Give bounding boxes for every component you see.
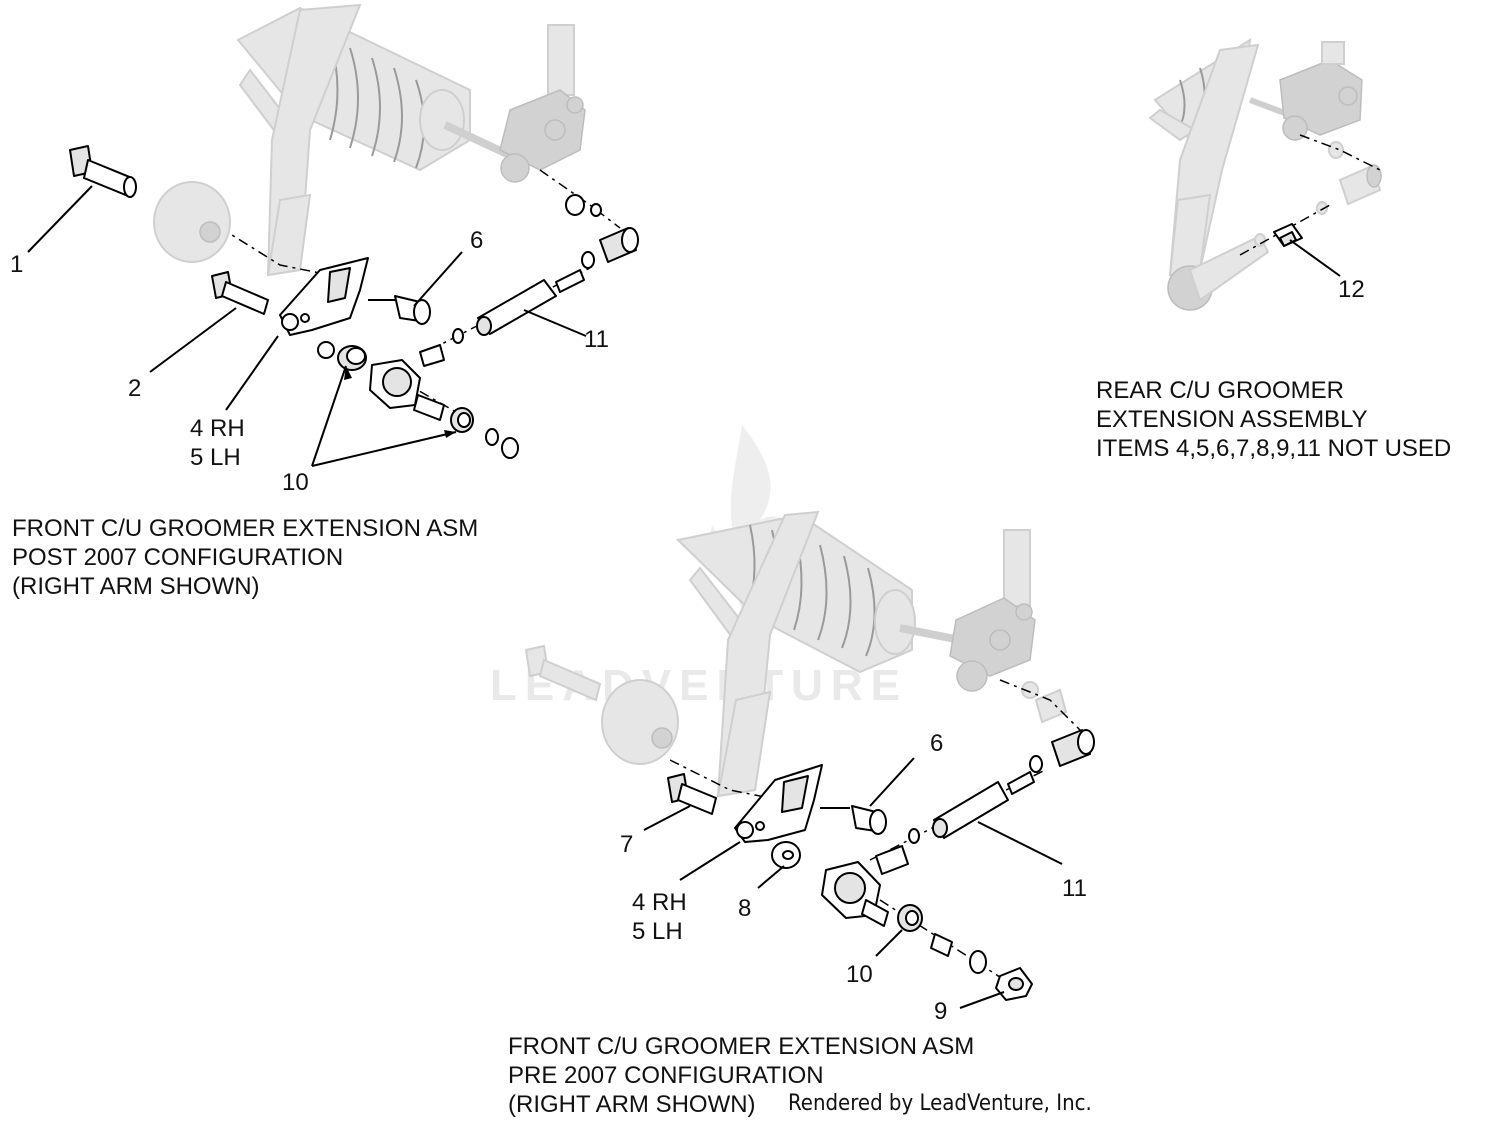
callout-5-lh-pre: 5 LH bbox=[632, 918, 683, 945]
callout-5-lh: 5 LH bbox=[190, 444, 241, 471]
callout-2: 2 bbox=[128, 375, 141, 402]
part-8-washer bbox=[771, 841, 801, 869]
part-1-bolt bbox=[69, 145, 137, 198]
part-12-nut bbox=[1273, 223, 1303, 247]
callout-11-pre: 11 bbox=[1062, 875, 1087, 902]
rear-ghost-assembly bbox=[1148, 38, 1382, 311]
diagram-front-pre-2007: 7 4 RH 5 LH 8 6 11 10 9 FRONT C/U GROOME… bbox=[508, 510, 1095, 1118]
part-10-bushing-pre bbox=[861, 899, 987, 974]
part-11-turnbuckle bbox=[452, 194, 639, 344]
callout-7: 7 bbox=[620, 831, 633, 858]
part-10-bushing-b bbox=[413, 394, 519, 459]
callout-4-rh-pre: 4 RH bbox=[632, 889, 687, 916]
credit-text: Rendered by LeadVenture, Inc. bbox=[788, 1091, 1092, 1116]
part-11-turnbuckle-pre bbox=[908, 729, 1095, 844]
callout-8: 8 bbox=[738, 895, 751, 922]
part-10-bushing-a bbox=[337, 345, 367, 371]
callout-6: 6 bbox=[470, 227, 483, 254]
caption-front-pre-line-1: FRONT C/U GROOMER EXTENSION ASM bbox=[508, 1033, 974, 1060]
caption-front-post-line-2: POST 2007 CONFIGURATION bbox=[12, 544, 343, 571]
caption-front-pre-line-3: (RIGHT ARM SHOWN) bbox=[508, 1091, 756, 1118]
caption-front-post-line-1: FRONT C/U GROOMER EXTENSION ASM bbox=[12, 515, 478, 542]
caption-front-post-line-3: (RIGHT ARM SHOWN) bbox=[12, 573, 260, 600]
callout-10: 10 bbox=[282, 469, 309, 496]
callout-4-rh: 4 RH bbox=[190, 415, 245, 442]
part-4-bracket bbox=[279, 257, 395, 336]
callout-11: 11 bbox=[584, 326, 609, 353]
callout-10-pre: 10 bbox=[846, 961, 873, 988]
caption-front-pre-line-2: PRE 2007 CONFIGURATION bbox=[508, 1062, 824, 1089]
diagram-rear: 12 REAR C/U GROOMER EXTENSION ASSEMBLY I… bbox=[1096, 38, 1451, 462]
callout-9: 9 bbox=[934, 998, 947, 1025]
part-9-nut bbox=[995, 967, 1033, 1001]
caption-rear-line-2: EXTENSION ASSEMBLY bbox=[1096, 406, 1368, 433]
callout-6-pre: 6 bbox=[930, 730, 943, 757]
caption-rear-line-1: REAR C/U GROOMER bbox=[1096, 377, 1344, 404]
diagram-front-post-2007: 1 2 4 RH 5 LH 6 10 11 FRONT C/U GROOMER … bbox=[10, 3, 639, 600]
reel-ghost bbox=[236, 3, 586, 277]
part-6-pin bbox=[394, 295, 431, 325]
callout-1: 1 bbox=[10, 251, 23, 278]
part-4-bracket-pre bbox=[734, 764, 850, 843]
part-2-bolt bbox=[211, 271, 269, 315]
part-6-pin-pre bbox=[851, 805, 887, 835]
callout-12: 12 bbox=[1338, 276, 1365, 303]
caption-rear-line-3: ITEMS 4,5,6,7,8,9,11 NOT USED bbox=[1096, 435, 1451, 462]
reel-ghost-pre bbox=[524, 510, 1068, 798]
link-arm bbox=[369, 344, 445, 409]
part-7-bolt bbox=[667, 773, 717, 815]
